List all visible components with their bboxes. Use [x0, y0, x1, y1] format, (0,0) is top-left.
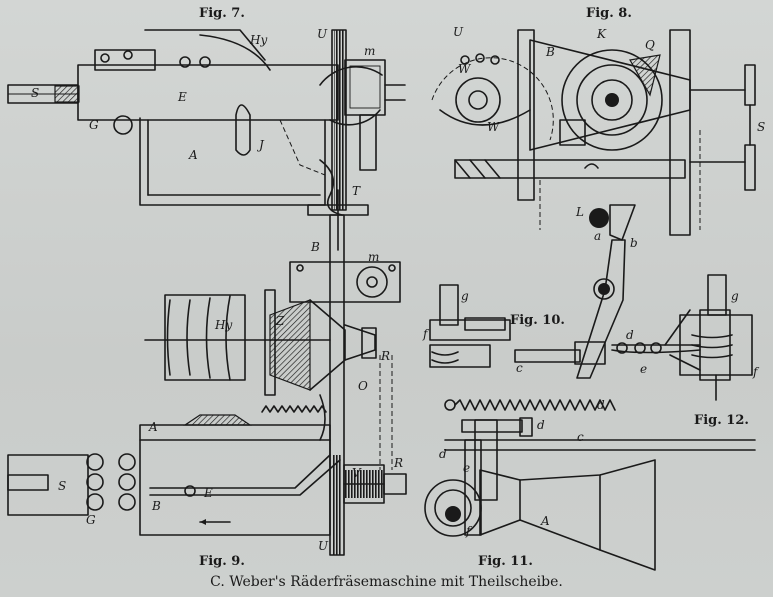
fig10-label-b: b — [630, 236, 638, 250]
fig11-label-d: d — [439, 447, 447, 461]
fig12-label-e: e — [640, 362, 648, 376]
fig7-label-a: A — [189, 148, 198, 162]
fig11-label-d1: d — [597, 398, 605, 412]
fig9-label-z: Z — [276, 314, 285, 328]
fig7-label-g: G — [89, 118, 99, 132]
fig9-label-b1: B — [152, 499, 161, 513]
fig9-label-m: m — [368, 250, 380, 264]
fig10-label-l: L — [576, 205, 584, 219]
fig9-label-o: O — [358, 379, 368, 393]
figure-8-drawing — [431, 29, 756, 236]
fig9-label-b: B — [311, 240, 320, 254]
fig7-label-t: T — [352, 184, 361, 198]
fig7-label-s: S — [31, 86, 40, 100]
figure-12-number: Fig. 12. — [694, 413, 749, 428]
fig9-label-u: U — [318, 539, 329, 553]
fig9-label-e1: E — [204, 486, 213, 500]
fig9-label-hy: Hy — [215, 318, 233, 332]
fig8-label-b: B — [546, 45, 555, 59]
figure-7-drawing — [7, 29, 406, 251]
figure-11-drawing — [424, 399, 756, 571]
fig9-label-r: R — [381, 349, 391, 363]
figure-12-drawing — [611, 274, 753, 401]
fig8-label-q: Q — [645, 38, 655, 52]
fig11-label-a1: A — [541, 514, 550, 528]
fig8-label-w: W — [458, 62, 471, 76]
fig10-label-g: g — [461, 289, 469, 303]
fig12-label-f: f — [753, 365, 758, 379]
fig8-label-s: S — [757, 120, 766, 134]
figure-8-number: Fig. 8. — [586, 6, 632, 21]
figure-11-number: Fig. 11. — [478, 554, 533, 569]
fig7-label-m: m — [364, 44, 376, 58]
plate-caption: C. Weber's Räderfräsemaschine mit Theils… — [210, 574, 563, 590]
fig10-label-c: c — [516, 361, 523, 375]
fig9-label-s: S — [58, 479, 67, 493]
fig11-label-d1b: d — [537, 418, 545, 432]
fig9-label-r1: R — [394, 456, 404, 470]
fig7-label-u: U — [317, 27, 328, 41]
fig7-label-hy: Hy — [250, 33, 268, 47]
fig8-label-u: U — [453, 25, 464, 39]
fig12-label-d: d — [626, 328, 634, 342]
fig11-label-c: c — [577, 430, 584, 444]
figure-10-drawing — [429, 204, 636, 379]
figure-10-number: Fig. 10. — [510, 313, 565, 328]
fig11-label-f: f — [466, 524, 471, 538]
fig9-label-v: V — [352, 466, 361, 480]
fig8-label-w1: W — [487, 120, 500, 134]
fig11-label-e: e — [463, 461, 471, 475]
fig12-label-g: g — [731, 289, 739, 303]
fig10-label-f: f — [423, 327, 428, 341]
fig9-label-g: G — [86, 513, 96, 527]
fig9-label-a: A — [149, 420, 158, 434]
figure-9-number: Fig. 9. — [199, 554, 245, 569]
fig10-label-a: a — [594, 229, 602, 243]
figure-9-drawing — [7, 214, 407, 556]
fig7-label-e: E — [178, 90, 187, 104]
fig8-label-k: K — [597, 27, 606, 41]
figure-7-number: Fig. 7. — [199, 6, 245, 21]
fig7-label-j: J — [259, 138, 264, 152]
